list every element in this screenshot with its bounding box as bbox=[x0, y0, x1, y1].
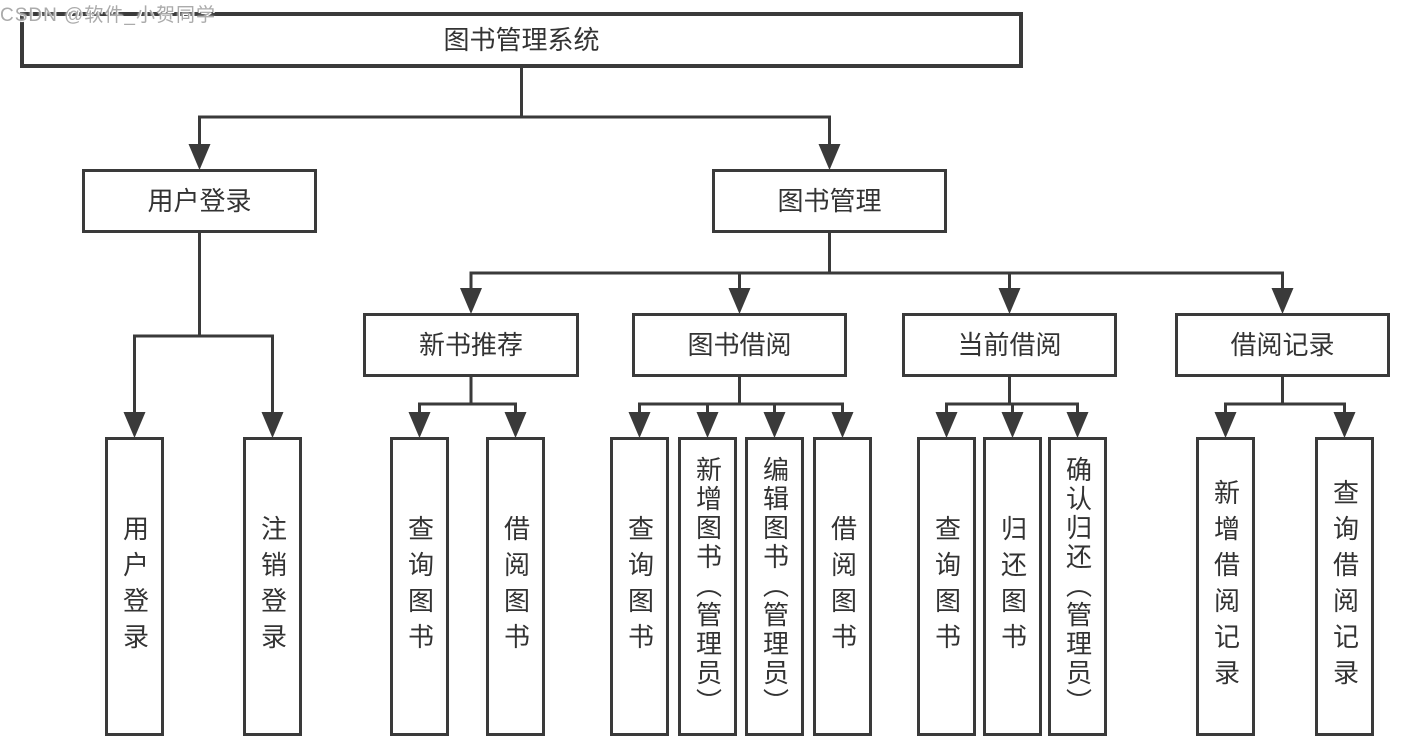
node-u2: 注销登录 bbox=[243, 437, 302, 736]
node-label: 确认归还（管理员） bbox=[1062, 456, 1093, 717]
node-b1: 查询图书 bbox=[610, 437, 669, 736]
node-b4: 借阅图书 bbox=[813, 437, 872, 736]
node-borrow: 图书借阅 bbox=[632, 313, 847, 377]
node-label: 用户登录 bbox=[147, 186, 252, 216]
arrowhead-login bbox=[188, 144, 211, 170]
node-b2: 新增图书（管理员） bbox=[678, 437, 737, 736]
node-label: 图书管理系统 bbox=[443, 25, 600, 55]
node-label: 新书推荐 bbox=[418, 330, 523, 360]
arrowhead-c3 bbox=[1066, 412, 1089, 438]
node-u1: 用户登录 bbox=[105, 437, 164, 736]
node-rec: 新书推荐 bbox=[363, 313, 579, 377]
arrowhead-current bbox=[998, 288, 1021, 314]
node-b3: 编辑图书（管理员） bbox=[745, 437, 804, 736]
node-current: 当前借阅 bbox=[902, 313, 1117, 377]
node-label: 编辑图书（管理员） bbox=[759, 456, 790, 717]
arrowhead-b2 bbox=[696, 412, 719, 438]
node-label: 图书管理 bbox=[777, 186, 882, 216]
arrowhead-c2 bbox=[1001, 412, 1024, 438]
node-label: 用户登录 bbox=[119, 514, 150, 659]
node-c2: 归还图书 bbox=[983, 437, 1042, 736]
node-c3: 确认归还（管理员） bbox=[1048, 437, 1107, 736]
arrowhead-b1 bbox=[628, 412, 651, 438]
node-record: 借阅记录 bbox=[1175, 313, 1390, 377]
arrowhead-c1 bbox=[935, 412, 958, 438]
arrowhead-mgmt bbox=[818, 144, 841, 170]
node-label: 当前借阅 bbox=[957, 330, 1062, 360]
arrowhead-borrow bbox=[728, 288, 751, 314]
node-mgmt: 图书管理 bbox=[712, 169, 947, 233]
node-label: 注销登录 bbox=[257, 514, 288, 659]
node-label: 查询图书 bbox=[624, 514, 655, 659]
node-label: 查询借阅记录 bbox=[1329, 478, 1360, 695]
node-label: 查询图书 bbox=[931, 514, 962, 659]
arrowhead-r2 bbox=[1333, 412, 1356, 438]
node-n2: 借阅图书 bbox=[486, 437, 545, 736]
node-label: 借阅图书 bbox=[500, 514, 531, 659]
node-label: 归还图书 bbox=[997, 514, 1028, 659]
node-n1: 查询图书 bbox=[390, 437, 449, 736]
arrowhead-n1 bbox=[408, 412, 431, 438]
arrowhead-b3 bbox=[763, 412, 786, 438]
arrowhead-u2 bbox=[261, 412, 284, 438]
arrowhead-n2 bbox=[504, 412, 527, 438]
node-r1: 新增借阅记录 bbox=[1196, 437, 1255, 736]
node-r2: 查询借阅记录 bbox=[1315, 437, 1374, 736]
arrowhead-record bbox=[1271, 288, 1294, 314]
node-root: 图书管理系统 bbox=[20, 12, 1023, 68]
arrowhead-u1 bbox=[123, 412, 146, 438]
arrowhead-b4 bbox=[831, 412, 854, 438]
node-c1: 查询图书 bbox=[917, 437, 976, 736]
node-label: 图书借阅 bbox=[687, 330, 792, 360]
node-login: 用户登录 bbox=[82, 169, 317, 233]
arrowhead-r1 bbox=[1214, 412, 1237, 438]
node-label: 借阅记录 bbox=[1230, 330, 1335, 360]
node-label: 新增借阅记录 bbox=[1210, 478, 1241, 695]
arrowhead-rec bbox=[460, 288, 482, 314]
node-label: 借阅图书 bbox=[827, 514, 858, 659]
node-label: 新增图书（管理员） bbox=[692, 456, 723, 717]
node-label: 查询图书 bbox=[404, 514, 435, 659]
